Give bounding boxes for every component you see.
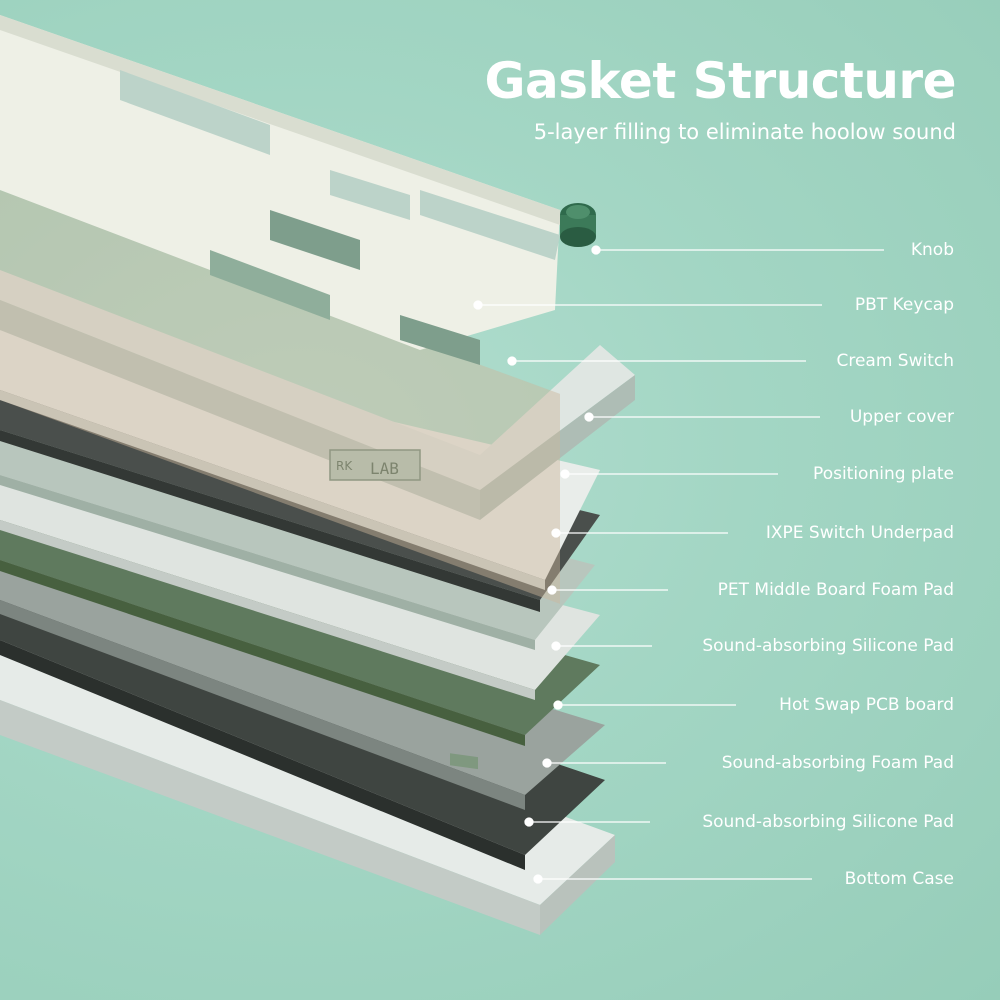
- knob: [560, 203, 596, 247]
- callout-knob: Knob: [910, 240, 954, 260]
- callout-pet-middle-board-foam-pad: PET Middle Board Foam Pad: [717, 580, 954, 600]
- callout-sound-absorbing-silicone-pad-2: Sound-absorbing Silicone Pad: [702, 812, 954, 832]
- callout-bottom-case: Bottom Case: [844, 869, 954, 889]
- callout-hot-swap-pcb-board: Hot Swap PCB board: [779, 695, 954, 715]
- svg-text:RK: RK: [336, 459, 353, 473]
- upper-cover: RK LAB: [0, 270, 635, 520]
- callout-positioning-plate: Positioning plate: [813, 464, 954, 484]
- callout-sound-absorbing-foam-pad: Sound-absorbing Foam Pad: [721, 753, 954, 773]
- page-title: Gasket Structure: [484, 52, 956, 110]
- callout-leaders: [473, 245, 884, 884]
- callout-upper-cover: Upper cover: [849, 407, 954, 427]
- page-subtitle: 5-layer filling to eliminate hoolow soun…: [533, 120, 956, 144]
- callout-sound-absorbing-silicone-pad-1: Sound-absorbing Silicone Pad: [702, 636, 954, 656]
- callout-ixpe-switch-underpad: IXPE Switch Underpad: [765, 523, 954, 543]
- lab-badge-text: LAB: [370, 459, 399, 478]
- cream-switches: [0, 190, 560, 604]
- positioning-plate: [0, 330, 600, 590]
- pbt-keycaps: [0, 15, 560, 365]
- callout-cream-switch: Cream Switch: [836, 351, 954, 371]
- callout-pbt-keycap: PBT Keycap: [854, 295, 954, 315]
